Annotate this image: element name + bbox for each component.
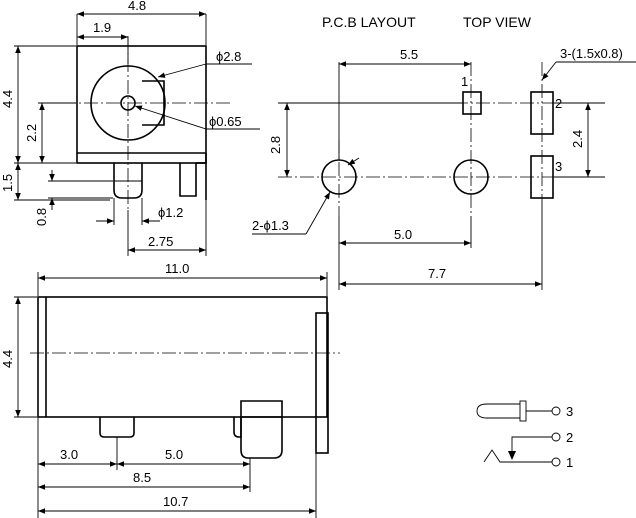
dim-pin-offset-19: 1.9 bbox=[93, 20, 111, 35]
side-rear-plate bbox=[315, 312, 329, 454]
pcb-dimensions: 5.5 3-(1.5x0.8) 2.8 2.4 2-ϕ1.3 5.0 7.7 bbox=[252, 46, 636, 290]
pcb-pin-3-label: 3 bbox=[555, 159, 562, 174]
pcb-pin-1-label: 1 bbox=[461, 74, 468, 89]
pcb-layout: 1 2 3 bbox=[278, 62, 600, 216]
pcb-dim-55: 5.5 bbox=[400, 47, 418, 62]
dim-lead-phi-12: ϕ1.2 bbox=[158, 205, 183, 220]
schematic-symbol: 3 2 1 bbox=[476, 400, 573, 470]
schematic-terminal-3 bbox=[551, 406, 561, 416]
side-body bbox=[37, 296, 328, 418]
dim-height-44: 4.4 bbox=[0, 90, 15, 108]
dim-pin-length-08: 0.8 bbox=[34, 208, 49, 226]
schematic-terminal-1 bbox=[551, 457, 561, 467]
front-dimensions: 4.8 1.9 ϕ2.8 ϕ0.65 4.4 2.2 1.5 0.8 bbox=[0, 0, 260, 256]
pcb-hole-right bbox=[453, 159, 489, 195]
pcb-pin-2-label: 2 bbox=[555, 96, 562, 111]
barrel-tab bbox=[142, 80, 165, 126]
side-dim-50: 5.0 bbox=[165, 447, 183, 462]
side-pin bbox=[240, 400, 283, 459]
side-dim-30: 3.0 bbox=[60, 447, 78, 462]
dim-center-22: 2.2 bbox=[24, 124, 39, 142]
dim-lower-15: 1.5 bbox=[0, 174, 15, 192]
pcb-pad-1 bbox=[462, 91, 482, 115]
side-dim-107: 10.7 bbox=[163, 494, 188, 509]
pcb-hole-spec: 2-ϕ1.3 bbox=[252, 218, 289, 233]
pcb-dim-28: 2.8 bbox=[268, 136, 283, 154]
front-leg-left bbox=[113, 163, 143, 199]
pcb-layout-title: P.C.B LAYOUT bbox=[322, 14, 416, 30]
top-view-title: TOP VIEW bbox=[463, 14, 532, 30]
side-dim-110: 11.0 bbox=[165, 261, 189, 276]
pcb-dim-50: 5.0 bbox=[394, 227, 412, 242]
side-lead-center bbox=[233, 417, 242, 438]
front-view bbox=[62, 36, 232, 210]
dim-hole-phi-28: ϕ2.8 bbox=[216, 49, 241, 64]
side-view bbox=[30, 296, 340, 459]
schematic-terminal-2 bbox=[551, 432, 561, 442]
side-dim-44: 4.4 bbox=[0, 350, 15, 368]
schematic-pin-1: 1 bbox=[566, 455, 573, 470]
dim-pin-phi-065: ϕ0.65 bbox=[209, 114, 242, 129]
schematic-pin-3: 3 bbox=[566, 404, 573, 419]
schematic-pin-2: 2 bbox=[566, 430, 573, 445]
pcb-dim-77: 7.7 bbox=[428, 266, 446, 281]
side-dim-85: 8.5 bbox=[133, 470, 151, 485]
pcb-pad-2 bbox=[530, 91, 554, 135]
pcb-dim-24: 2.4 bbox=[570, 130, 585, 148]
pcb-pad-3 bbox=[530, 155, 554, 199]
center-pin bbox=[120, 95, 136, 111]
dim-lead-spacing-275: 2.75 bbox=[148, 234, 173, 249]
schematic-barrel bbox=[476, 403, 520, 419]
front-body bbox=[76, 45, 207, 164]
side-dimensions: 11.0 4.4 3.0 5.0 8.5 10.7 bbox=[0, 261, 328, 518]
dim-width-48: 4.8 bbox=[128, 0, 146, 13]
barrel-hole bbox=[90, 65, 166, 141]
front-leg-right bbox=[179, 163, 197, 197]
pcb-pad-spec: 3-(1.5x0.8) bbox=[560, 46, 623, 61]
side-foot-left bbox=[99, 417, 135, 438]
